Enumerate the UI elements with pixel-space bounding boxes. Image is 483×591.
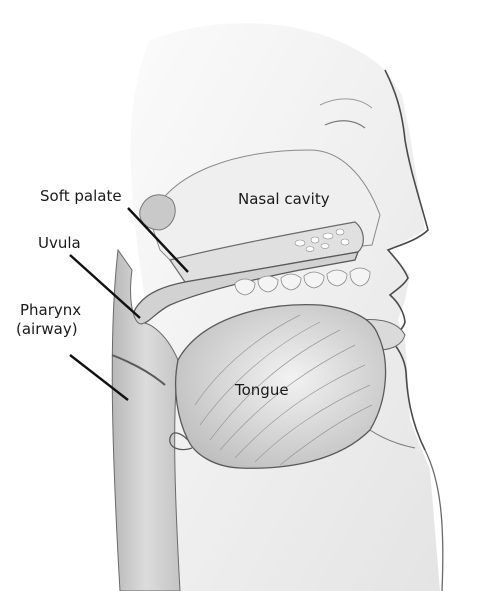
label-nasal-cavity: Nasal cavity xyxy=(238,190,330,208)
label-tongue: Tongue xyxy=(234,381,289,399)
label-pharynx: Pharynx xyxy=(20,301,81,319)
label-soft-palate: Soft palate xyxy=(40,187,122,205)
label-airway: (airway) xyxy=(16,320,78,338)
label-uvula: Uvula xyxy=(38,234,81,252)
